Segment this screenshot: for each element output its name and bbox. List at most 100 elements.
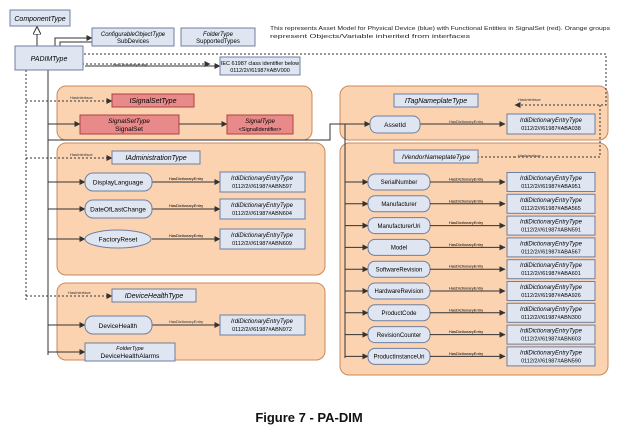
dictionary-entry-code-label: 0112/2///61987#ABA565 (521, 206, 581, 212)
admin-interface-label: IAdministrationType (125, 155, 186, 162)
dictionary-entry-code-label: 0112/2///61987#ABN604 (232, 211, 292, 217)
dictionary-entry-node-shape (506, 324, 596, 345)
vendor-row: ProductCode HasDictionaryEntry IrdiDiction… (345, 302, 596, 323)
description-line-1: This represents Asset Model for Physical… (270, 26, 610, 32)
dictionary-entry-code-label: 0112/2///61987#ABN609 (232, 241, 292, 247)
figure-caption: Figure 7 - PA-DIM (255, 410, 363, 425)
dictionary-entry-node-shape (506, 302, 596, 323)
edge-label-vendor-interface: HasInterface (518, 153, 541, 158)
edge-label-device-health: HasDictionaryEntry (169, 319, 203, 324)
dictionary-entry-code-label: 0112/2///61987#ABN597 (232, 184, 292, 190)
dictionary-entry-node-shape (506, 193, 596, 214)
health-interface-label: IDeviceHealthType (125, 293, 184, 300)
dictionary-entry-type-label: IrdiDictionaryEntryType (520, 329, 583, 335)
vendor-interface-label: IVendorNameplateType (402, 154, 470, 161)
dictionary-entry-code-label: 0112/2///61987#ABA567 (521, 249, 581, 255)
edge-label-dictionary-entry: HasDictionaryEntry (169, 233, 203, 238)
device-health-dict-node: IrdiDictionaryEntryType 0112/2///61987#A… (219, 314, 306, 336)
edge-label-dictionary-entry: HasDictionaryEntry (449, 242, 483, 247)
dictionary-entry-type-label: IrdiDictionaryEntryType (520, 241, 583, 247)
supported-types-label: SupportedTypes (196, 39, 240, 45)
signal-interface-label: ISignalSetType (130, 98, 177, 105)
edge-label-dictionary-entry: HasDictionaryEntry (169, 203, 203, 208)
tag-interface-node: ITagNameplateType (393, 93, 479, 108)
tag-interface-label: ITagNameplateType (405, 98, 467, 105)
dictionary-entry-node-shape (506, 259, 596, 280)
edge-label-padim-iec: HasDictionaryEntry (113, 62, 147, 67)
edge-label-dictionary-entry: HasDictionaryEntry (449, 198, 483, 203)
edge-label-dictionary-entry: HasDictionaryEntry (449, 264, 483, 269)
vendor-variable-label: HardwareRevision (374, 289, 423, 295)
folder-type-label: FolderType (203, 32, 234, 38)
edge-label-tag-interface: HasInterface (518, 97, 541, 102)
dictionary-entry-code-label: 0112/2///61987#ABA601 (521, 271, 581, 277)
dictionary-entry-type-label: IrdiDictionaryEntryType (520, 350, 583, 356)
vendor-variable-label: ProductCode (381, 311, 417, 317)
edge-label-dictionary-entry: HasDictionaryEntry (449, 286, 483, 291)
description-line-2: represent Objects/Variable inherited fro… (270, 34, 470, 40)
method-node-shape (84, 229, 152, 249)
signal-set-label: SignalSet (115, 126, 143, 133)
edge-label-dictionary-entry: HasDictionaryEntry (449, 177, 483, 182)
configurable-object-type-label: ConfigurableObjectType (101, 32, 166, 38)
admin-interface-node: IAdministrationType (111, 150, 201, 165)
dictionary-entry-node-shape (506, 237, 596, 258)
device-health-node: DeviceHealth (84, 315, 153, 335)
vendor-variable-label: Manufacturer (381, 202, 416, 208)
dictionary-entry-type-label: IrdiDictionaryEntryType (520, 263, 583, 269)
asset-id-label: AssetId (384, 122, 406, 129)
device-health-dict-code: 0112/2///61987#ABN972 (232, 327, 292, 333)
padim-type-label: PADIMType (31, 56, 68, 63)
signal-interface-node: ISignalSetType (111, 93, 195, 108)
component-type-node: ComponentType (9, 9, 71, 27)
dictionary-entry-code-label: 0112/2///61987#ABA951 (521, 184, 581, 190)
signal-identifier-label: <SignalIdentifier> (239, 127, 282, 133)
dictionary-entry-type-label: IrdiDictionaryEntryType (231, 176, 294, 182)
variable-node-shape (84, 172, 153, 192)
device-health-label: DeviceHealth (99, 323, 138, 330)
iec-line1: IEC 61987 class identifier below (221, 61, 299, 67)
dictionary-entry-type-label: IrdiDictionaryEntryType (520, 176, 583, 182)
dictionary-entry-node-shape (219, 171, 306, 193)
edge-label-dictionary-entry: HasDictionaryEntry (169, 176, 203, 181)
signal-type-label: SignalType (245, 119, 275, 125)
asset-id-dict-node: IrdiDictionaryEntryType 0112/2///61987#A… (506, 113, 596, 135)
signal-type-node: SignalType <SignalIdentifier> (226, 114, 294, 135)
sub-devices-label: SubDevices (117, 39, 149, 45)
vendor-variable-label: RevisionCounter (377, 333, 421, 339)
dictionary-entry-code-label: 0112/2///61987#ABN300 (521, 315, 581, 321)
device-health-alarms-node: FolderType DeviceHealthAlarms (84, 342, 176, 362)
description-text: This represents Asset Model for Physical… (270, 26, 612, 40)
admin-variable-label: DateOfLastChange (90, 207, 146, 214)
dictionary-entry-code-label: 0112/2///61987#ABN591 (521, 228, 581, 234)
dictionary-entry-node-shape (219, 228, 306, 250)
admin-variable-label: DisplayLanguage (93, 180, 144, 187)
device-health-alarms-label: DeviceHealthAlarms (101, 353, 161, 360)
dictionary-entry-node-shape (506, 346, 596, 367)
supported-types-node: FolderType SupportedTypes (180, 27, 256, 47)
dictionary-entry-type-label: IrdiDictionaryEntryType (520, 307, 583, 313)
dictionary-entry-type-label: IrdiDictionaryEntryType (520, 220, 583, 226)
edge-label-asset-id: HasDictionaryEntry (449, 119, 483, 124)
dictionary-entry-type-label: IrdiDictionaryEntryType (231, 233, 294, 239)
edge-label-dictionary-entry: HasDictionaryEntry (449, 220, 483, 225)
dictionary-entry-node-shape (506, 215, 596, 236)
dictionary-entry-node-shape (219, 198, 306, 220)
device-health-dict-type: IrdiDictionaryEntryType (231, 319, 294, 325)
dictionary-entry-type-label: IrdiDictionaryEntryType (520, 285, 583, 291)
vendor-variable-label: SerialNumber (381, 180, 418, 186)
admin-variable-label: FactoryReset (99, 237, 138, 244)
vendor-row: HardwareRevision HasDictionaryEntry IrdiDi… (345, 281, 596, 301)
sub-devices-node: ConfigurableObjectType SubDevices (91, 27, 175, 47)
edge-label-dictionary-entry: HasDictionaryEntry (449, 307, 483, 312)
signal-set-type-label: SignalSetType (108, 118, 150, 125)
dictionary-entry-node-shape (506, 172, 596, 192)
vendor-row: SerialNumber HasDictionaryEntry IrdiDictio… (345, 172, 596, 192)
dictionary-entry-code-label: 0112/2///61987#ABN590 (521, 358, 581, 364)
asset-id-dict-code: 0112/2///61987#ABA038 (521, 126, 581, 132)
